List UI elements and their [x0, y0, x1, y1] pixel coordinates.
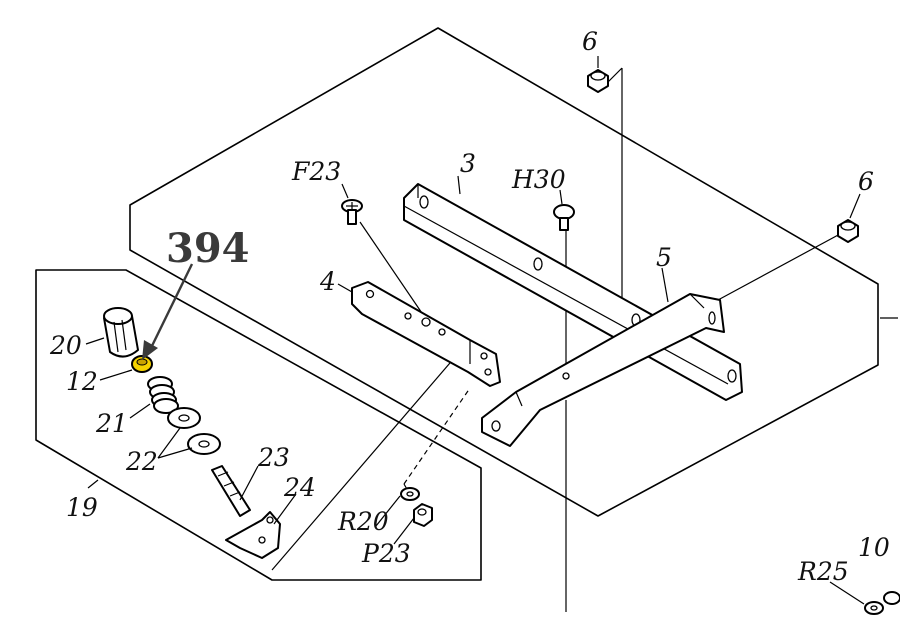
part-21-spring — [147, 376, 179, 414]
part-h30-screw — [553, 204, 575, 231]
guide-line-r20 — [403, 387, 471, 485]
callout-arrow-line — [148, 263, 194, 351]
part-r25-washer — [864, 591, 900, 615]
label-10: 10 — [858, 533, 890, 562]
part-r20-washer — [400, 487, 420, 501]
part-23-pin — [211, 465, 251, 517]
guide-line-f23 — [359, 221, 429, 323]
label-6-top: 6 — [582, 27, 598, 56]
part-22-washers — [167, 407, 221, 455]
callout-394: 394 — [166, 225, 250, 272]
part-5-bracket — [481, 293, 725, 447]
label-22: 22 — [125, 447, 158, 476]
part-6-top-nut — [587, 69, 609, 93]
part-24-clip — [225, 511, 281, 559]
leader-lines — [85, 56, 865, 605]
callout-arrow-head — [142, 340, 158, 360]
label-3: 3 — [460, 149, 476, 178]
label-20: 20 — [49, 331, 82, 360]
part-20-cap — [103, 307, 139, 358]
guide-line-6-top — [607, 67, 623, 83]
label-6-right: 6 — [858, 167, 874, 196]
label-12: 12 — [66, 367, 98, 396]
label-r20: R20 — [337, 507, 389, 536]
base-plate-outline — [129, 27, 879, 517]
label-23: 23 — [257, 443, 290, 472]
label-4: 4 — [319, 267, 336, 296]
label-f23: F23 — [291, 157, 341, 186]
label-p23: P23 — [361, 539, 411, 568]
label-24: 24 — [283, 473, 316, 502]
part-12-highlighted-nut — [131, 355, 153, 373]
subassembly-panel-19 — [35, 269, 482, 581]
guide-line-4 — [271, 341, 469, 571]
label-21: 21 — [95, 409, 128, 438]
part-4-bracket — [351, 281, 501, 387]
part-6-right-nut — [837, 219, 859, 243]
part-p23-nut — [413, 503, 433, 527]
part-f23-screw — [341, 199, 363, 225]
label-h30: H30 — [511, 165, 566, 194]
guide-line-6b — [717, 233, 841, 301]
label-5: 5 — [656, 243, 672, 272]
label-19: 19 — [66, 493, 98, 522]
label-r25: R25 — [797, 557, 849, 586]
